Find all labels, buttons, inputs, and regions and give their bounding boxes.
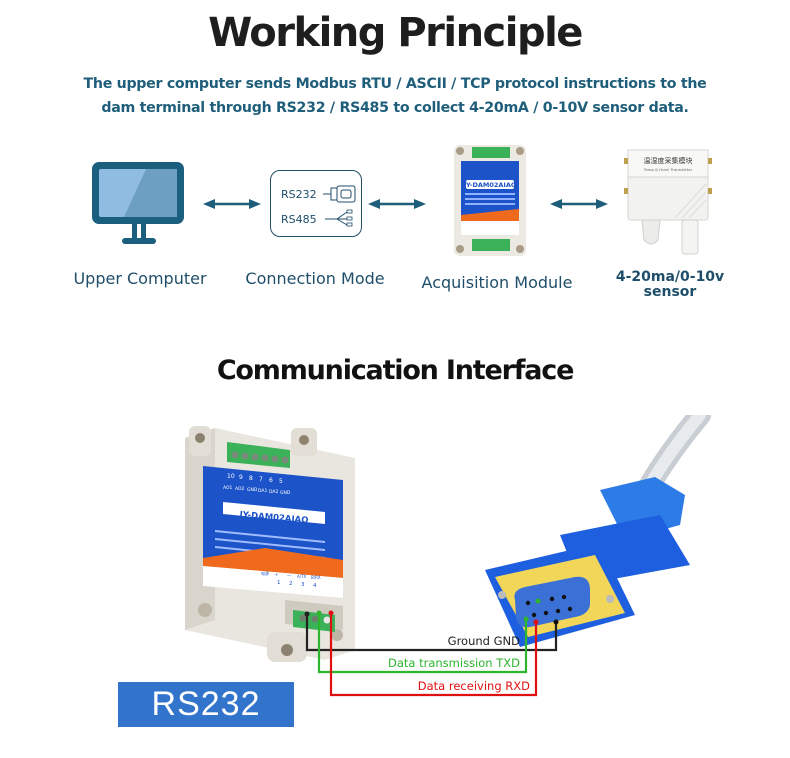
wire-label-txd: Data transmission TXD <box>388 656 520 670</box>
node-label-connection-mode: Connection Mode <box>245 269 385 288</box>
bottom-pin-2: 2 <box>289 581 293 587</box>
node-label-acquisition-module: Acquisition Module <box>421 273 573 292</box>
sensor-image: 温湿度采集模块 Temp & Humi Transmitter <box>624 149 712 255</box>
bottom-pin-1: 1 <box>277 580 281 586</box>
rs485-label: RS485 <box>281 213 317 226</box>
bottom-pin-label: 电源 <box>261 570 269 576</box>
sensor-label-line-1: 4-20ma/0-10v <box>615 269 725 285</box>
wire-label-gnd: Ground GND <box>447 634 520 648</box>
top-pin-label: AO2 <box>235 486 245 492</box>
top-pin-9: 9 <box>239 474 243 481</box>
wire-label-rxd: Data receiving RXD <box>417 679 530 693</box>
monitor-icon <box>92 162 184 244</box>
top-pin-7: 7 <box>259 476 263 483</box>
acquisition-module-image: JY-DAM02AIAO <box>454 145 526 256</box>
node-label-upper-computer: Upper Computer <box>73 269 207 288</box>
sensor-title-text: 温湿度采集模块 <box>644 156 693 165</box>
db9-usb-cable-image <box>485 415 711 647</box>
sensor-subtitle-text: Temp & Humi Transmitter <box>643 167 693 172</box>
bottom-pin-4: 4 <box>313 583 317 589</box>
bottom-pin-label: B/RX <box>311 575 321 580</box>
bidirectional-arrow-icon <box>203 199 261 209</box>
page-title: Working Principle <box>208 10 583 56</box>
bottom-pin-label: + <box>275 572 278 577</box>
module-large-image: 10 9 8 7 6 5 AO1 AO2 GND DA1 DA2 GND JY-… <box>185 426 355 662</box>
top-pin-label: GND <box>280 490 291 496</box>
bottom-pin-label: A/TX <box>297 574 307 579</box>
top-pin-5: 5 <box>279 478 283 485</box>
top-pin-label: AO1 <box>223 485 233 491</box>
description: The upper computer sends Modbus RTU / AS… <box>60 72 730 120</box>
module-model-text: JY-DAM02AIAO <box>463 181 517 189</box>
top-pin-8: 8 <box>249 475 253 482</box>
top-pin-10: 10 <box>227 473 235 480</box>
top-pin-label: DA2 <box>269 489 278 495</box>
top-pin-label: GND <box>247 487 258 493</box>
node-label-sensor: 4-20ma/0-10v sensor <box>600 270 740 300</box>
bottom-pin-3: 3 <box>301 582 305 588</box>
sensor-label-line-2: sensor <box>643 284 697 300</box>
interface-badge: RS232 <box>118 682 294 727</box>
description-line-1: The upper computer sends Modbus RTU / AS… <box>83 76 707 92</box>
section-title: Communication Interface <box>216 355 575 386</box>
db9-connector-icon <box>323 185 356 203</box>
connection-mode-box: RS232 RS485 <box>270 170 362 237</box>
rs232-label: RS232 <box>281 188 317 201</box>
description-line-2: dam terminal through RS232 / RS485 to co… <box>101 100 689 116</box>
bidirectional-arrow-icon <box>368 199 426 209</box>
rs485-wire-icon <box>325 209 353 227</box>
top-pin-6: 6 <box>269 477 273 484</box>
bidirectional-arrow-icon <box>550 199 608 209</box>
top-pin-label: DA1 <box>258 488 267 494</box>
bottom-pin-label: — <box>287 573 291 578</box>
